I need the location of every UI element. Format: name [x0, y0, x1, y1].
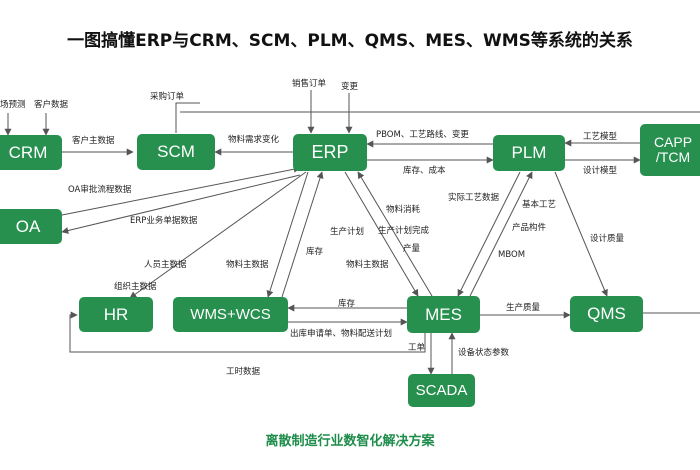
label-mbom: MBOM — [498, 250, 526, 260]
label-market-forecast: 场预测 — [0, 100, 26, 110]
scm-node[interactable]: SCM — [137, 134, 215, 170]
label-change: 变更 — [341, 82, 359, 92]
label-outbound-delivery: 出库申请单、物料配送计划 — [290, 329, 393, 339]
crm-node[interactable]: CRM — [0, 135, 62, 170]
label-material-master-1: 物料主数据 — [226, 260, 269, 270]
label-output: 产量 — [403, 244, 421, 254]
label-material-master-2: 物料主数据 — [346, 260, 389, 270]
erp-node[interactable]: ERP — [293, 134, 367, 171]
label-plan-complete: 生产计划完成 — [378, 226, 430, 236]
hr-node[interactable]: HR — [79, 297, 153, 332]
label-sales-order: 销售订单 — [292, 79, 327, 89]
label-product-component: 产品构件 — [512, 223, 547, 233]
label-material-demand-change: 物料需求变化 — [228, 135, 280, 145]
label-design-model: 设计模型 — [583, 166, 618, 176]
label-inventory-cost: 库存、成本 — [403, 166, 446, 176]
label-equipment-params: 设备状态参数 — [458, 348, 510, 358]
label-production-plan: 生产计划 — [330, 227, 365, 237]
capp-tcm-node[interactable]: CAPP /TCM — [640, 124, 700, 176]
label-customer-data: 客户数据 — [34, 100, 69, 110]
label-actual-process-data: 实际工艺数据 — [448, 193, 500, 203]
label-purchase-order: 采购订单 — [150, 92, 185, 102]
footer-caption: 离散制造行业数智化解决方案 — [265, 434, 435, 449]
scada-node[interactable]: SCADA — [408, 374, 475, 407]
oa-node[interactable]: OA — [0, 209, 62, 244]
label-inventory-2: 库存 — [338, 299, 356, 309]
wms-wcs-node[interactable]: WMS+WCS — [173, 297, 288, 332]
label-work-hours: 工时数据 — [226, 367, 261, 377]
label-material-consumption: 物料消耗 — [386, 205, 421, 215]
label-process-model: 工艺模型 — [583, 132, 618, 142]
diagram-title: 一图搞懂ERP与CRM、SCM、PLM、QMS、MES、WMS等系统的关系 — [67, 31, 633, 51]
label-basic-process: 基本工艺 — [522, 200, 557, 210]
plm-node[interactable]: PLM — [493, 135, 565, 171]
qms-node[interactable]: QMS — [570, 296, 643, 332]
label-work-order: 工单 — [408, 343, 426, 353]
label-oa-approval: OA审批流程数据 — [68, 185, 132, 195]
label-customer-master: 客户主数据 — [72, 136, 115, 146]
mes-node[interactable]: MES — [407, 296, 480, 333]
label-production-quality: 生产质量 — [506, 303, 541, 313]
label-design-quality: 设计质量 — [590, 234, 625, 244]
label-inventory: 库存 — [306, 247, 324, 257]
label-erp-business-docs: ERP业务单据数据 — [130, 216, 198, 226]
label-org-master: 组织主数据 — [114, 282, 157, 292]
label-personnel-master: 人员主数据 — [144, 260, 187, 270]
label-pbom-route-change: PBOM、工艺路线、变更 — [376, 130, 469, 140]
